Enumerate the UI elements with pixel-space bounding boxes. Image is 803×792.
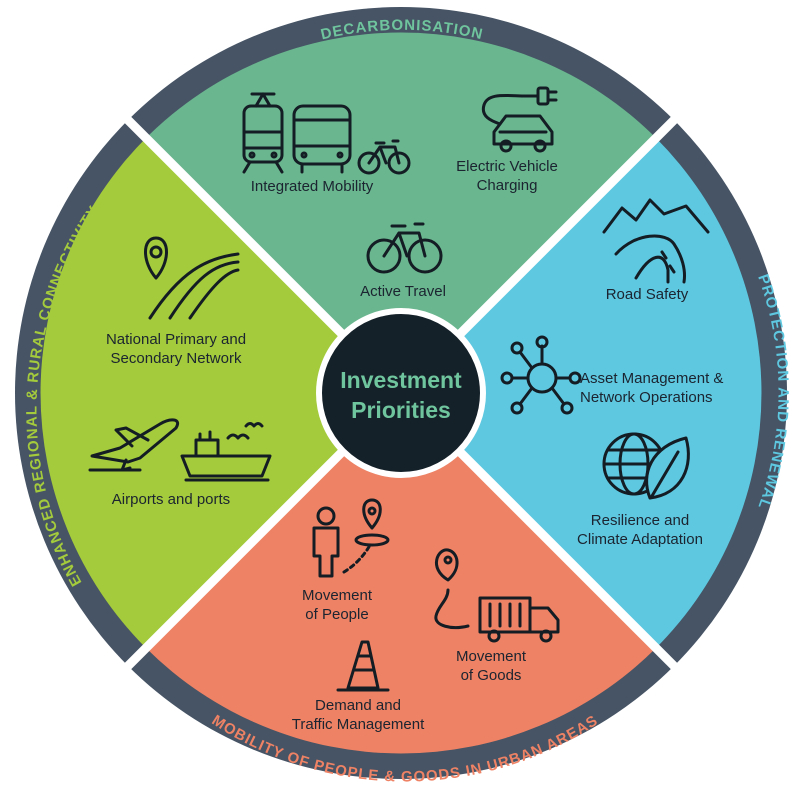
demand-traffic-label-line2: Traffic Management <box>292 716 425 733</box>
asset-management-label-line1: Asset Management & <box>580 370 723 387</box>
road-safety-label: Road Safety <box>606 286 689 303</box>
globe-leaf-icon <box>602 432 690 500</box>
active-travel-label: Active Travel <box>360 283 446 300</box>
asset-management-label-line2: Network Operations <box>580 389 713 406</box>
bus-icon <box>292 104 352 174</box>
center-circle <box>316 308 486 478</box>
resilience-label-line2: Climate Adaptation <box>577 531 703 548</box>
person-location-icon <box>312 498 390 578</box>
airplane-icon <box>88 418 179 472</box>
integrated-mobility-label: Integrated Mobility <box>251 178 374 195</box>
national-network-label-line2: Secondary Network <box>111 350 242 367</box>
road-location-icon <box>144 236 240 320</box>
decarbonisation-sector <box>146 32 656 393</box>
center-title-line2: Priorities <box>351 397 451 423</box>
movement-goods-label-line2: of Goods <box>461 667 522 684</box>
regional-connectivity-sector <box>40 138 401 648</box>
bicycle-small-icon <box>357 139 411 175</box>
national-network-label-line1: National Primary and <box>106 331 246 348</box>
ev-charging-label-line2: Charging <box>477 177 538 194</box>
movement-people-label-line2: of People <box>305 606 368 623</box>
network-icon <box>500 335 582 415</box>
ship-icon <box>180 422 272 482</box>
ev-charging-icon <box>481 86 558 153</box>
movement-goods-label-line1: Movement <box>456 648 527 665</box>
movement-people-label-line1: Movement <box>302 587 373 604</box>
resilience-label-line1: Resilience and <box>591 512 689 529</box>
airports-ports-label: Airports and ports <box>112 491 230 508</box>
ev-charging-label-line1: Electric Vehicle <box>456 158 558 175</box>
bicycle-icon <box>366 222 443 274</box>
demand-traffic-label-line1: Demand and <box>315 697 401 714</box>
truck-route-icon <box>434 548 560 643</box>
center-title-line1: Investment <box>340 367 462 393</box>
traffic-cone-icon <box>336 640 390 692</box>
tram-icon <box>242 92 284 174</box>
road-safety-icon <box>602 198 710 284</box>
urban-mobility-sector <box>146 393 656 754</box>
